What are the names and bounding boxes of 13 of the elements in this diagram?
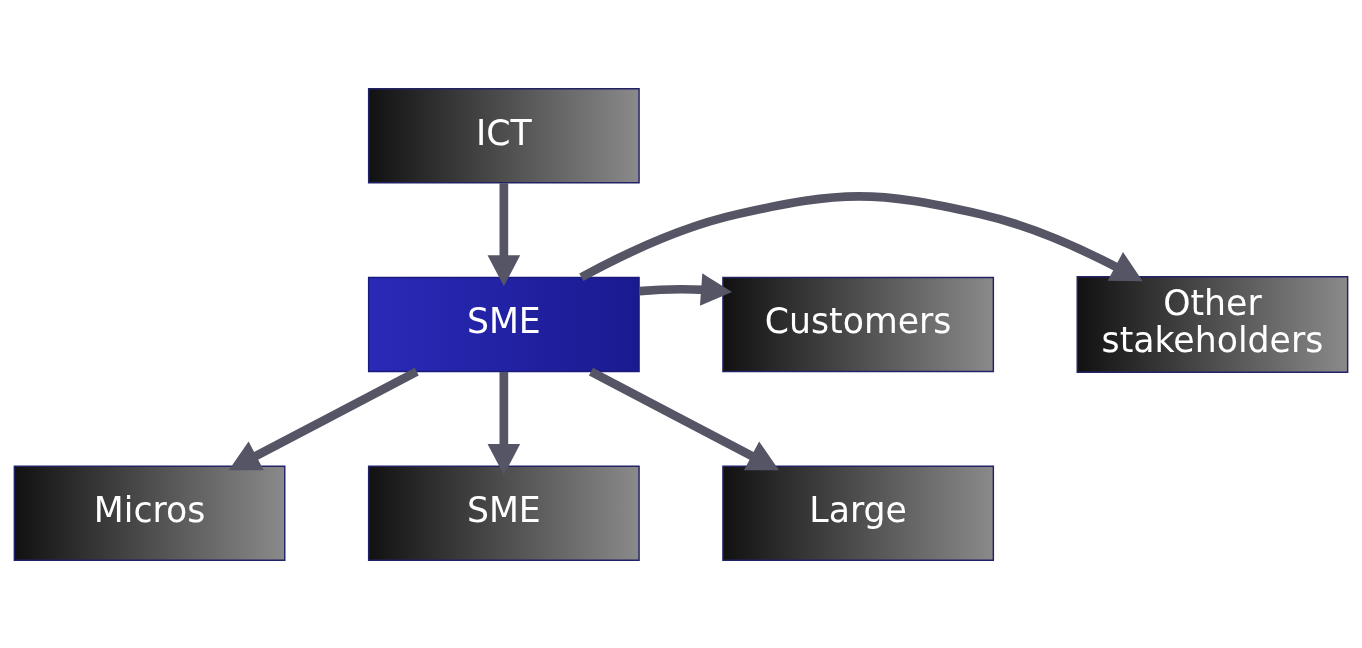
arrow [487, 182, 521, 286]
arrow [639, 272, 733, 306]
node-box: SME [367, 276, 640, 372]
arrow [588, 367, 780, 470]
node-box: SME [367, 465, 640, 561]
node-box: Micros [13, 465, 286, 561]
node-box: Customers [722, 276, 995, 372]
node-box: Large [722, 465, 995, 561]
arrow [487, 371, 521, 475]
node-box: Other stakeholders [1076, 275, 1349, 373]
arrow [579, 191, 1143, 281]
arrow [228, 367, 419, 470]
node-box: ICT [367, 87, 640, 183]
